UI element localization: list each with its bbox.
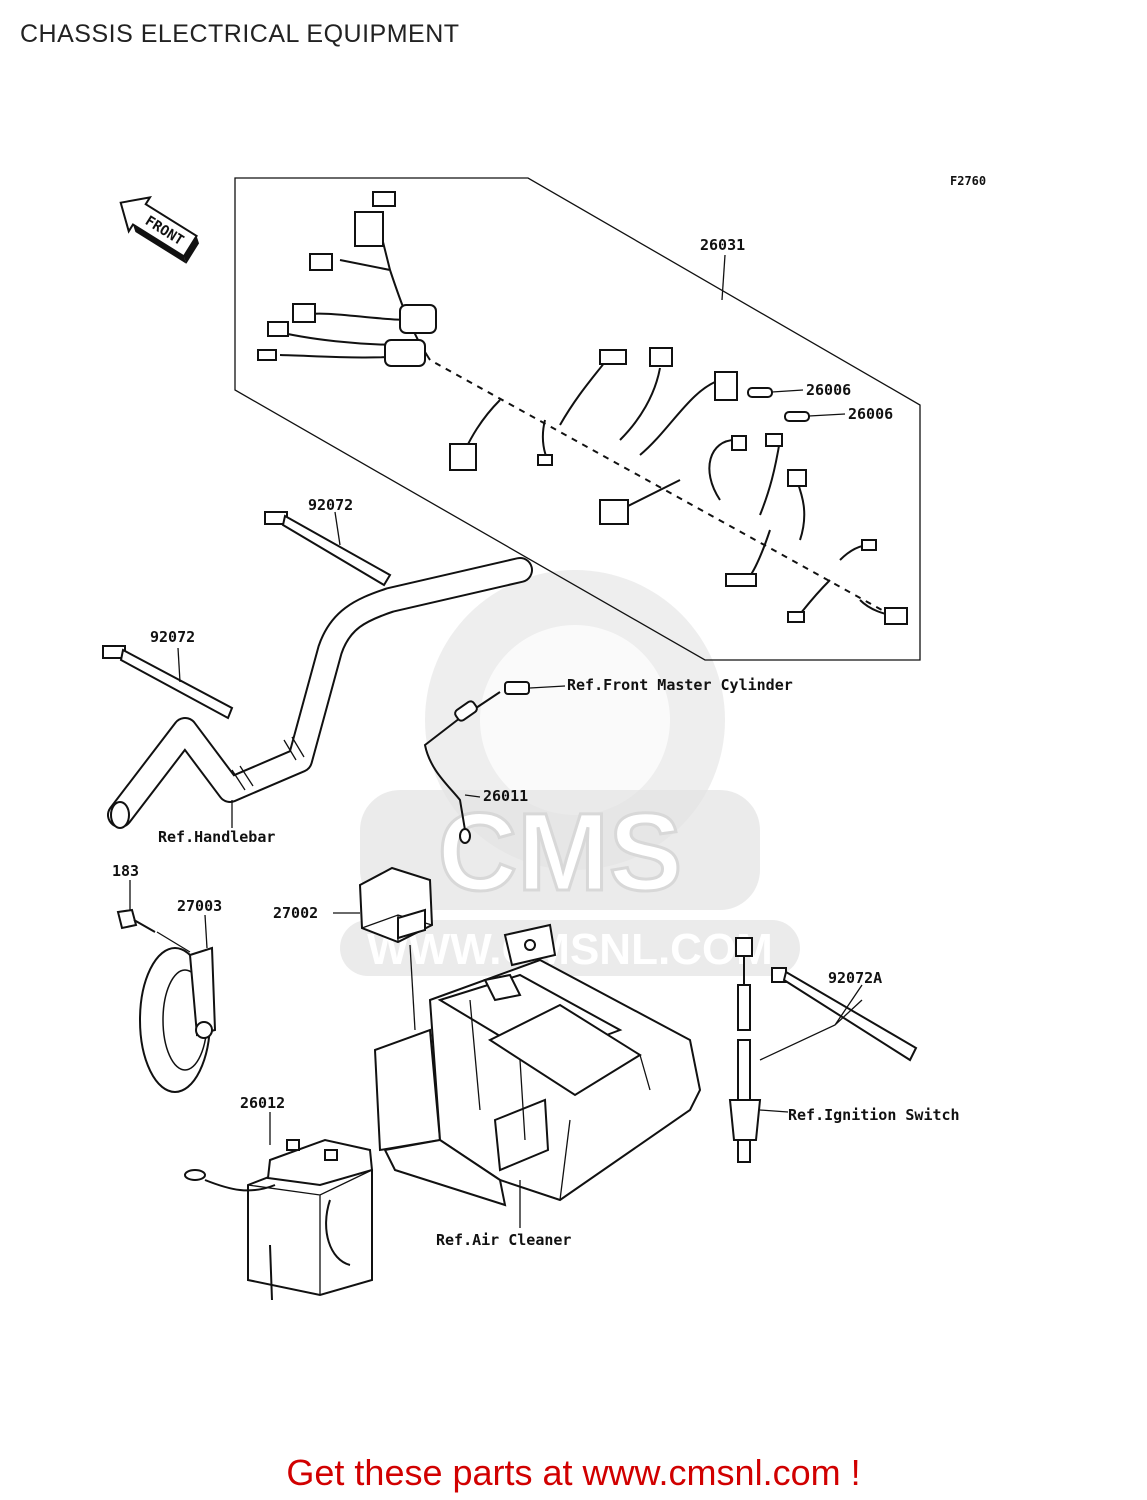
cable-tie-upper [264,511,392,587]
main-harness [257,191,908,625]
flasher-relay [358,866,434,944]
handlebar [107,557,533,829]
callout-92072A: 92072A [828,969,882,987]
air-cleaner-case [373,923,702,1207]
callout-27003: 27003 [177,897,222,915]
brake-light-switch [423,681,530,844]
ref-front-master-cylinder: Ref.Front Master Cylinder [567,676,793,694]
callout-26006-a: 26006 [806,381,851,399]
ref-handlebar: Ref.Handlebar [158,828,275,846]
battery [184,1138,374,1301]
fuse-2 [784,411,810,422]
horn [139,946,217,1093]
callout-26031: 26031 [700,236,745,254]
ignition-switch [728,937,762,1163]
callout-26012: 26012 [240,1094,285,1112]
page-title: CHASSIS ELECTRICAL EQUIPMENT [20,20,460,48]
fuse-1 [747,387,773,398]
footer-cta-link[interactable]: Get these parts at www.cmsnl.com ! [286,1452,861,1493]
watermark-url: WWW.CMSNL.COM [367,925,773,974]
ref-ignition-switch: Ref.Ignition Switch [788,1106,960,1124]
watermark-logo: CMS [438,791,682,914]
callout-92072-lower: 92072 [150,628,195,646]
cable-tie-lower [102,645,234,720]
harness-outline [234,177,921,661]
figure-code: F2760 [950,174,986,188]
callout-26011: 26011 [483,787,528,805]
callout-27002: 27002 [273,904,318,922]
bolt [116,908,156,933]
callout-92072-upper: 92072 [308,496,353,514]
callout-183: 183 [112,862,139,880]
cable-tie-92072a [771,967,918,1062]
callout-26006-b: 26006 [848,405,893,423]
front-arrow-icon: FRONT [119,195,200,264]
ref-air-cleaner: Ref.Air Cleaner [436,1231,571,1249]
watermark: CMS WWW.CMSNL.COM [340,570,800,976]
